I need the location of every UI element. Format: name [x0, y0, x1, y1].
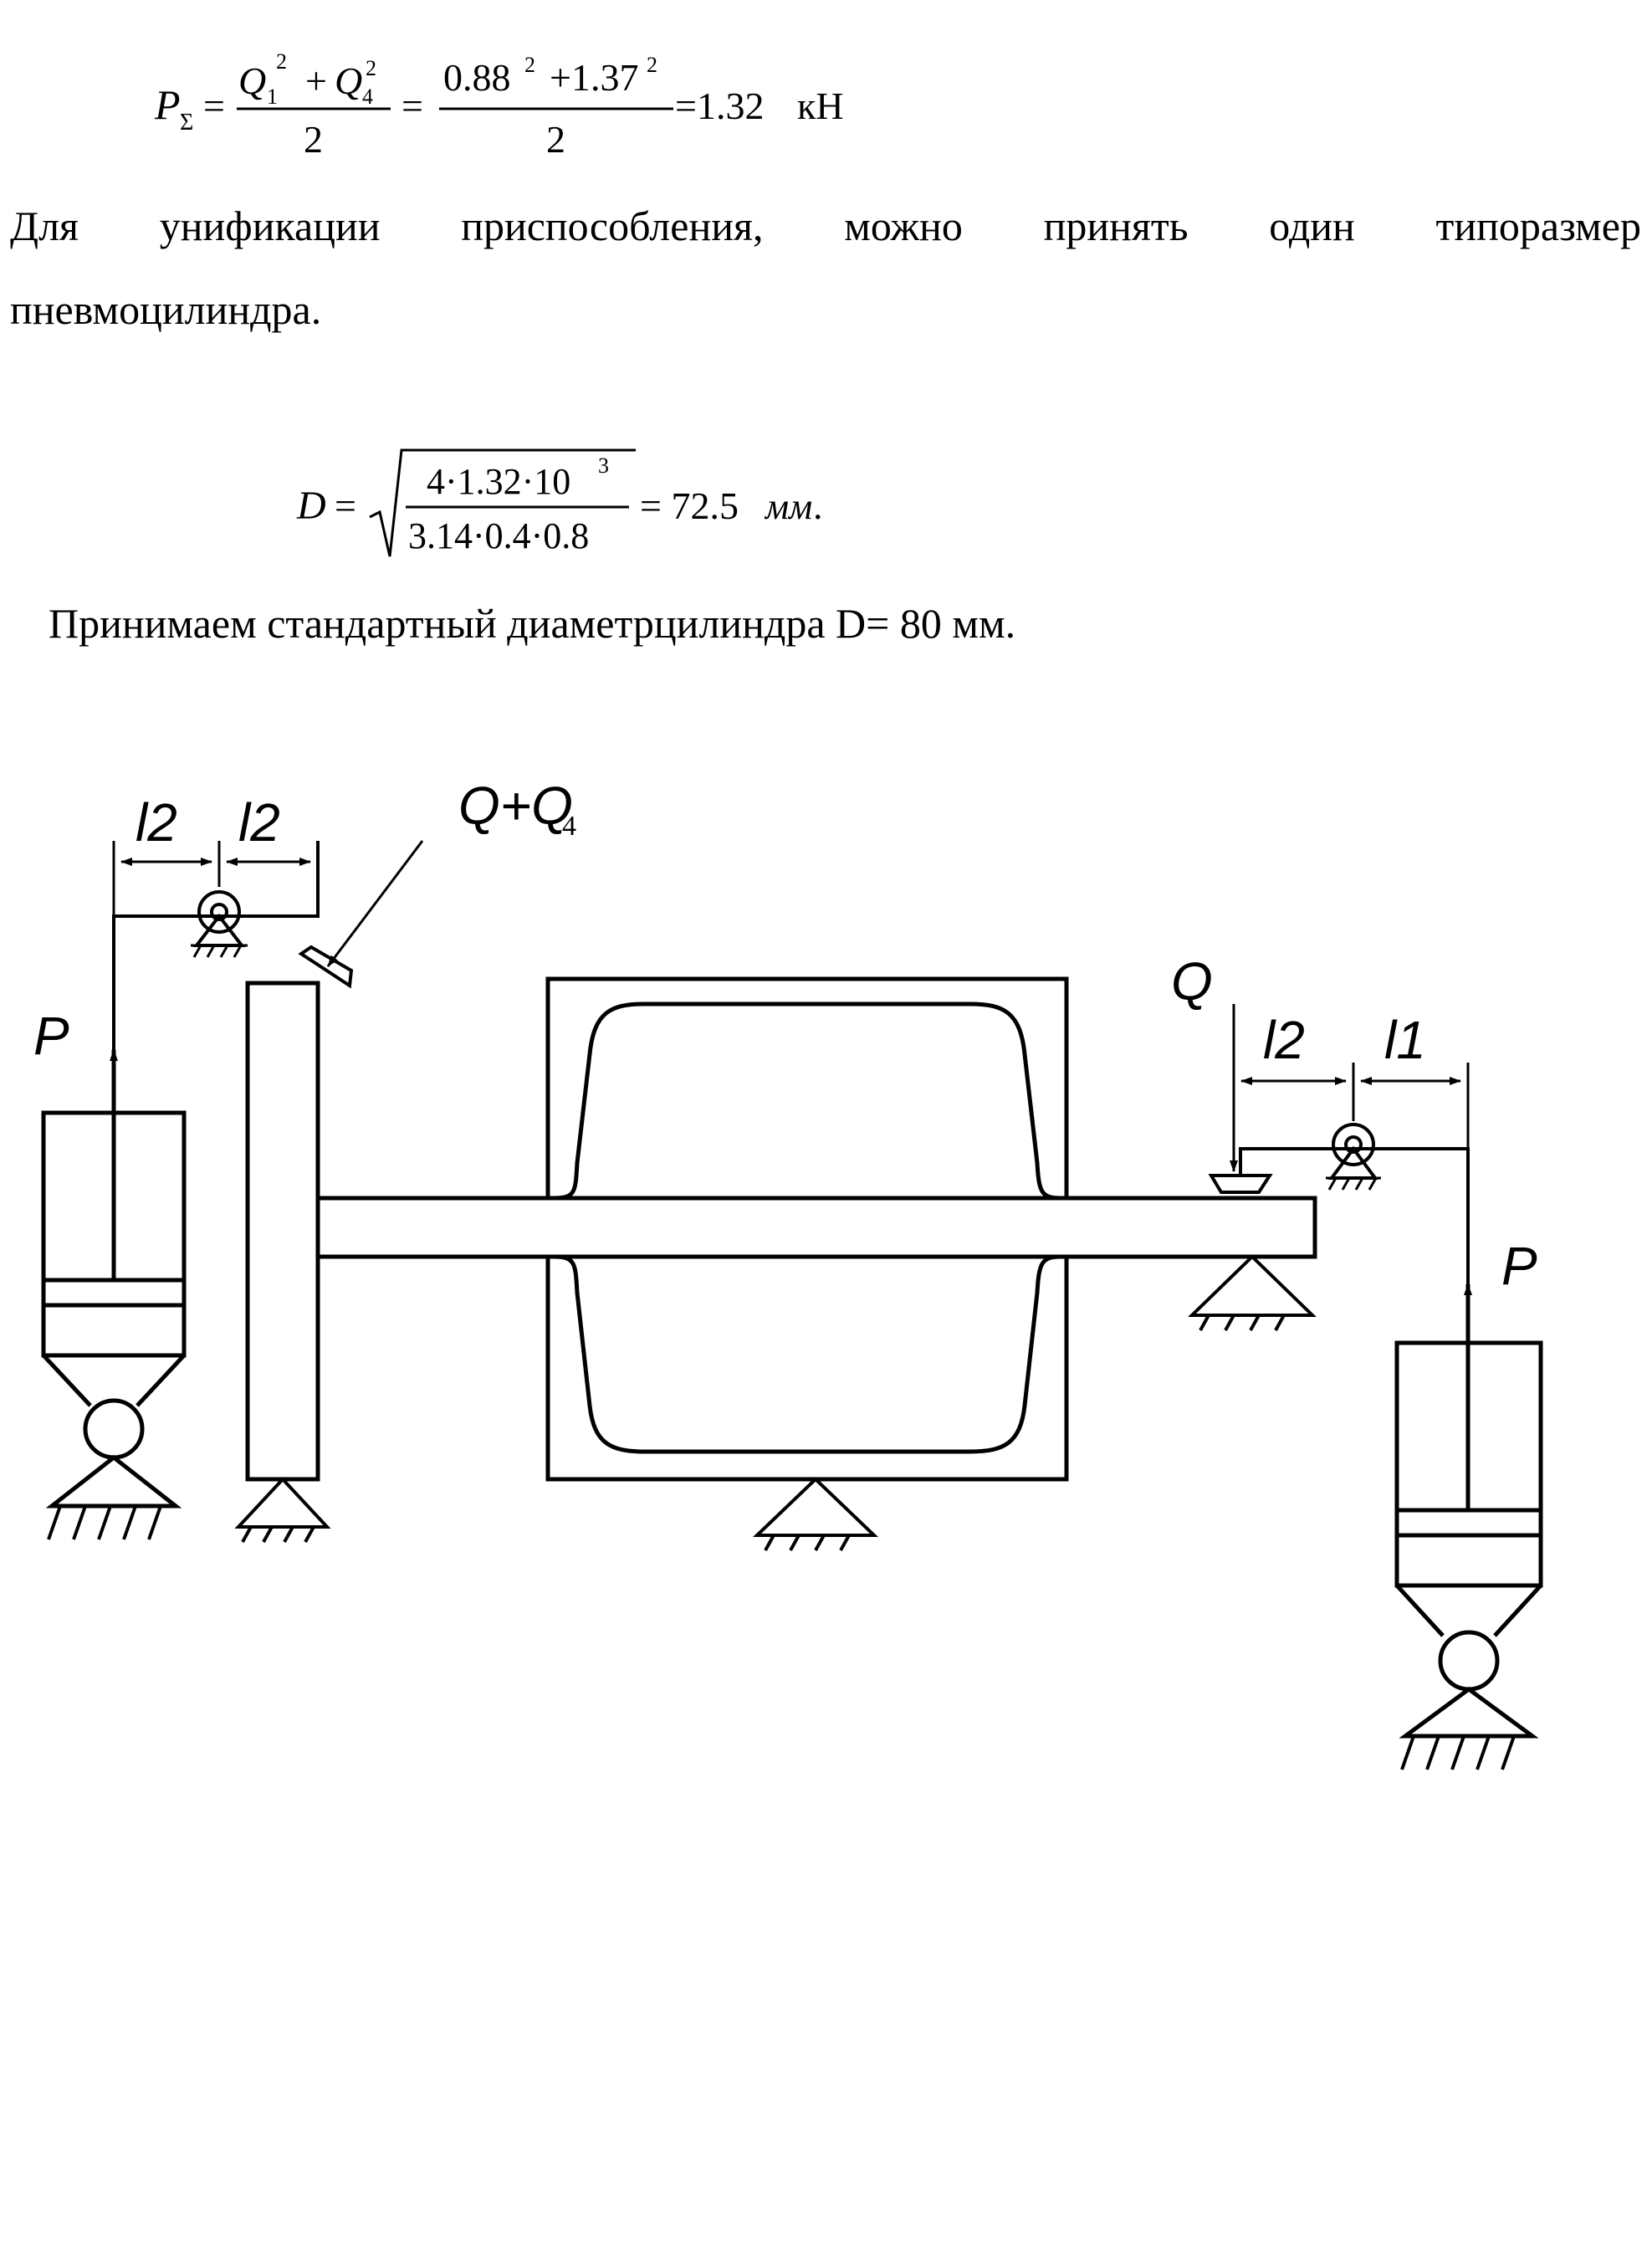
formula2-unit: мм: [764, 486, 812, 527]
label-l2-right: l2: [1263, 1010, 1305, 1070]
formula1-num2-a: 0.88: [443, 56, 511, 99]
paragraph-unification-line2: пневмоцилиндра.: [10, 286, 322, 333]
formula1-q4-sup: 2: [366, 56, 376, 80]
paragraph-standard-diameter: Принимаем стандартный диаметрцилиндра D=…: [49, 600, 1016, 647]
beam-support: [1188, 1254, 1317, 1331]
paragraph-unification: Для унификации приспособления, можно при…: [10, 202, 1641, 249]
label-q-right: Q: [1171, 951, 1213, 1012]
formula1-q1-sub: 1: [267, 85, 278, 109]
label-p-left: P: [33, 1006, 69, 1066]
left-lever-ground: [191, 944, 248, 958]
formula2-dot: .: [813, 484, 823, 527]
right-dimension: [1232, 1063, 1470, 1149]
formula1-q1-sup: 2: [276, 50, 287, 74]
formula1-eq2: =: [401, 85, 423, 127]
left-clamp-pad: [298, 945, 354, 989]
formula1-q4-sub: 4: [362, 85, 373, 109]
left-pneumatic-cylinder: [41, 1110, 187, 1509]
formula1-lhs-sub: Σ: [180, 110, 193, 136]
formula2-eq: =: [335, 484, 356, 527]
formula1-eq: =: [203, 85, 225, 127]
left-dimension: [112, 841, 311, 916]
formula1-num2-a-sup: 2: [524, 53, 535, 77]
formula2-result: = 72.5: [640, 484, 739, 527]
formula1-q1: Q: [238, 59, 266, 102]
workpiece: [545, 976, 1069, 1482]
formula1-unit: кН: [797, 85, 844, 127]
right-lever: [1239, 1123, 1470, 1339]
formula1-num2-plus: +1.37: [550, 56, 638, 99]
formula1-q4: Q: [335, 59, 362, 102]
label-q1q4-sub: 4: [562, 811, 576, 842]
clamping-scheme-diagram: P l2 l2 Q+Q 4: [33, 776, 1543, 1770]
vertical-post: [245, 981, 320, 1482]
label-q1q4: Q+Q 4: [458, 776, 576, 842]
workpiece-support: [753, 1477, 878, 1551]
formula1-result: =1.32: [675, 85, 764, 127]
label-l1-right: l1: [1384, 1010, 1426, 1070]
formula1-lhs: P: [154, 81, 181, 128]
sqrt-sign: [369, 448, 636, 557]
formula-p-sum: P Σ = Q 1 2 + Q 4 2 2 = 0.88 2 +1.37 2 2…: [154, 50, 844, 161]
formula1-plus: +: [305, 59, 327, 102]
post-support: [234, 1477, 331, 1543]
label-l2-left-b: l2: [238, 792, 280, 853]
right-lever-ground: [1326, 1176, 1381, 1191]
horizontal-beam: [315, 1196, 1317, 1259]
right-cylinder-ground: [1400, 1735, 1516, 1770]
label-p-right: P: [1501, 1236, 1537, 1296]
right-pneumatic-cylinder: [1394, 1340, 1543, 1739]
force-q1q4-arrow: [326, 840, 424, 967]
formula2-lhs: D: [296, 484, 326, 528]
formula2-num: 4·1.32·10: [427, 461, 570, 502]
formula1-den2: 2: [546, 118, 565, 161]
formula1-den1: 2: [304, 118, 323, 161]
formula2-den: 3.14·0.4·0.8: [408, 515, 589, 556]
left-cylinder-ground: [47, 1505, 162, 1540]
formula-diameter: D = 4·1.32·10 3 3.14·0.4·0.8 = 72.5 мм .: [296, 448, 823, 557]
formula1-num2-b-sup: 2: [647, 53, 657, 77]
right-clamp-pad: [1208, 1174, 1273, 1194]
label-l2-left-a: l2: [136, 792, 177, 853]
formula2-num-sup: 3: [598, 453, 609, 478]
label-q1q4-text: Q+Q: [458, 776, 573, 836]
